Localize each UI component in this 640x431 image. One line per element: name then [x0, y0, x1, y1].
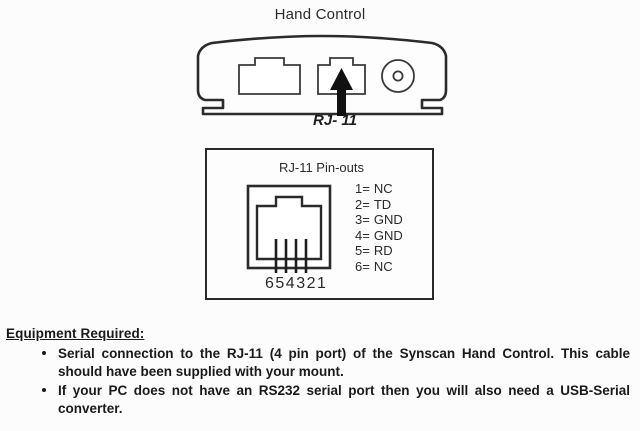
rj11-callout-label: RJ- 11: [313, 112, 357, 129]
pin-signal-name: NC: [373, 258, 393, 274]
rj45-jack-outline: [238, 57, 301, 95]
pin-assignment-legend: 1=NC 2=TD 3=GND 4=GND 5=RD 6=NC: [355, 181, 435, 275]
pin-number: 2=: [355, 196, 370, 212]
list-item-text: Serial connection to the RJ-11 (4 pin po…: [58, 346, 630, 379]
list-item: Serial connection to the RJ-11 (4 pin po…: [6, 345, 634, 381]
page-title: Hand Control: [274, 6, 366, 23]
pin-legend-row: 3=GND: [355, 212, 435, 228]
pin-legend-row: 2=TD: [355, 197, 435, 213]
pin-signal-name: NC: [373, 181, 393, 196]
list-item: If your PC does not have an RS232 serial…: [6, 382, 634, 418]
jack-contact-pins: [274, 239, 308, 273]
pin-number: 5=: [355, 243, 370, 259]
power-barrel-connector-inner: [392, 70, 404, 82]
jack-inner-silhouette: [255, 195, 323, 261]
pin-number: 6=: [355, 258, 370, 274]
hand-control-device-illustration: [190, 30, 455, 142]
pin-number: 4=: [355, 227, 370, 243]
bullet-icon: [42, 351, 46, 355]
equipment-required-heading: Equipment Required:: [6, 326, 145, 341]
pin-legend-row: 4=GND: [355, 228, 435, 244]
pinout-heading: RJ-11 Pin-outs: [278, 160, 364, 175]
equipment-required-section: Equipment Required: Serial connection to…: [6, 326, 634, 419]
pin-signal-name: RD: [373, 243, 393, 259]
pin-legend-row: 1=NC: [355, 181, 435, 197]
list-item-text: If your PC does not have an RS232 serial…: [58, 383, 630, 416]
rj11-jack-pinout-drawing: 654321: [245, 183, 343, 293]
rj11-callout-arrow: [330, 68, 353, 116]
pin-number: 3=: [355, 212, 370, 228]
pin-signal-name: GND: [373, 212, 403, 228]
pin-signal-name: GND: [373, 227, 403, 243]
pinout-diagram-box: RJ-11 Pin-outs 654321 1=NC 2=TD 3=G: [205, 148, 434, 300]
pin-signal-name: TD: [373, 196, 392, 212]
equipment-required-list: Serial connection to the RJ-11 (4 pin po…: [6, 345, 634, 418]
pin-legend-row: 5=RD: [355, 243, 435, 259]
pin-legend-row: 6=NC: [355, 259, 435, 275]
pin-number-labels: 654321: [265, 275, 327, 292]
pin-number: 1=: [355, 181, 370, 196]
bullet-icon: [42, 388, 46, 392]
